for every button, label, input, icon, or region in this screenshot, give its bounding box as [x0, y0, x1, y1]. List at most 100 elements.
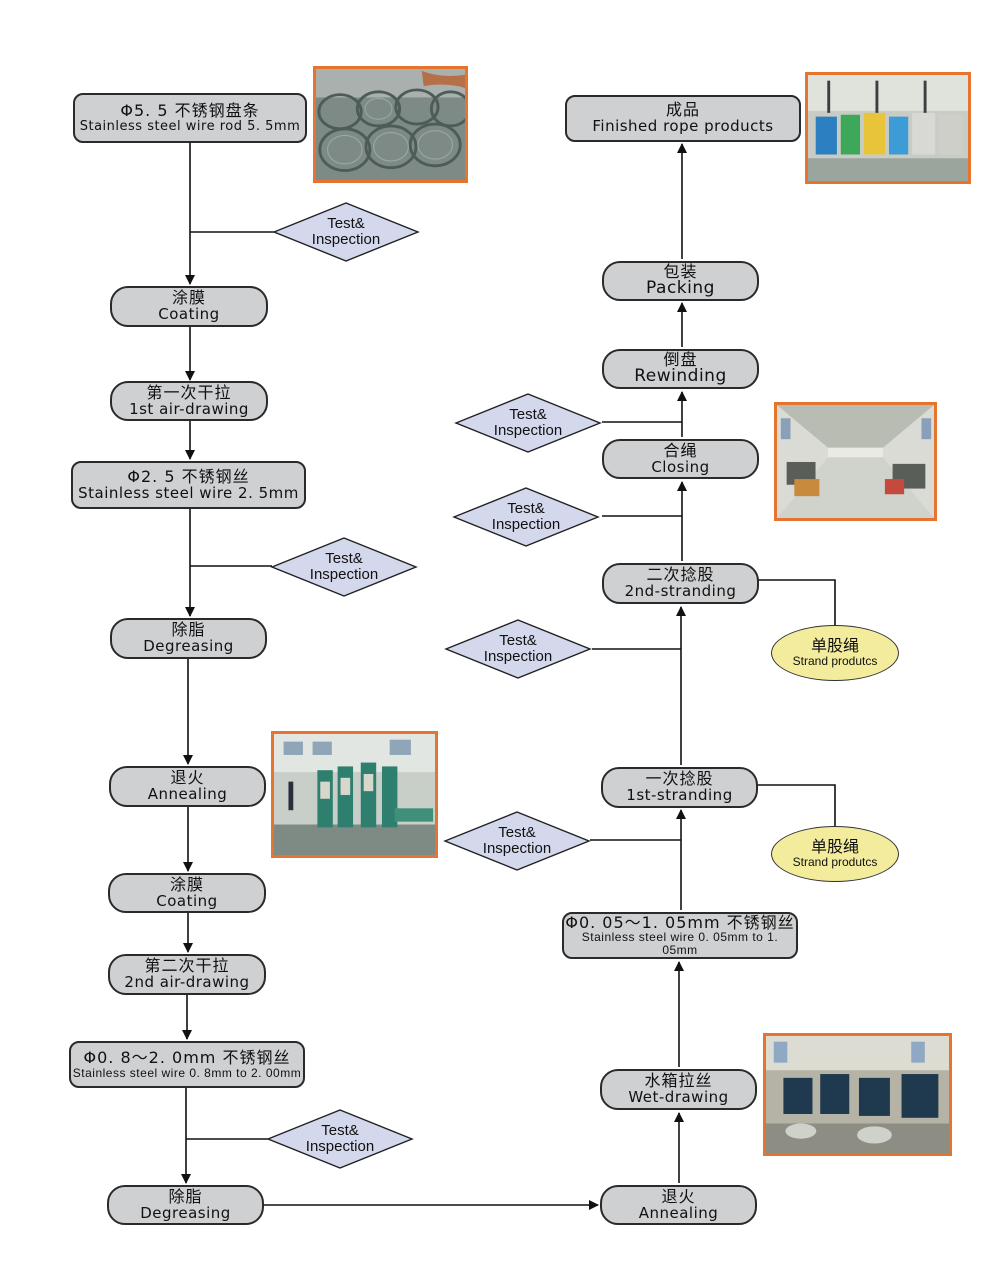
step-wire-0-05-to-1-05mm: Φ0. 05～1. 05mm 不锈钢丝 Stainless steel wire… [562, 912, 798, 959]
photo-wet-drawing-machines [763, 1033, 952, 1156]
step-label-en: 2nd air-drawing [124, 973, 250, 992]
diamond-shape [272, 202, 420, 262]
step-label-en: 1st-stranding [626, 786, 733, 805]
step-label-en: Annealing [147, 785, 228, 804]
step-label-zh: 包装 [663, 261, 698, 281]
inspection-label-line2: Inspection [493, 422, 563, 439]
step-label-zh: 除脂 [171, 620, 206, 640]
step-annealing-1: 退火 Annealing [109, 766, 266, 807]
step-label-en: Annealing [638, 1203, 719, 1222]
step-2nd-air-drawing: 第二次干拉 2nd air-drawing [108, 954, 266, 995]
test-inspection-diamond-2: Test&Inspection [270, 536, 418, 598]
step-label-en: Stainless steel wire 2. 5mm [78, 483, 299, 502]
step-label-zh: 成品 [665, 100, 700, 120]
test-inspection-diamond-5: Test&Inspection [444, 618, 592, 680]
step-label-en: Rewinding [634, 366, 727, 387]
step-label-zh: Φ5. 5 不锈钢盘条 [120, 100, 260, 120]
annealing-machine-image [274, 734, 435, 855]
step-label-zh: 涂膜 [171, 288, 206, 308]
strand-label-en: Strand produtcs [792, 855, 878, 870]
step-label-zh: Φ2. 5 不锈钢丝 [127, 466, 250, 486]
test-inspection-diamond-7: Test&Inspection [454, 392, 602, 454]
wire-coils-image [316, 69, 465, 180]
inspection-label-line1: Test& [498, 823, 536, 841]
step-packing: 包装 Packing [602, 261, 759, 301]
step-label-zh: 第二次干拉 [144, 956, 230, 976]
step-label-en: Degreasing [140, 1203, 231, 1222]
test-inspection-diamond-4: Test&Inspection [443, 810, 591, 872]
step-1st-air-drawing: 第一次干拉 1st air-drawing [110, 381, 268, 421]
step-label-en: Stainless steel wire rod 5. 5mm [79, 118, 301, 134]
step-label-en: Coating [156, 891, 218, 910]
step-wire-0-8-to-2-0mm: Φ0. 8～2. 0mm 不锈钢丝 Stainless steel wire 0… [69, 1041, 305, 1088]
inspection-label-line2: Inspection [483, 648, 553, 665]
step-label-zh: 二次捻股 [646, 565, 715, 585]
step-label-en: 1st air-drawing [129, 399, 249, 418]
inspection-label-line1: Test& [507, 499, 545, 517]
step-label-en: Coating [158, 305, 220, 324]
test-inspection-diamond-3: Test&Inspection [266, 1108, 414, 1170]
step-label-en: Packing [646, 278, 715, 299]
photo-finished-products-warehouse [805, 72, 971, 184]
diamond-shape [266, 1109, 414, 1169]
strand-label-en: Strand produtcs [792, 654, 878, 669]
inspection-label-line2: Inspection [482, 840, 552, 857]
step-wet-drawing: 水箱拉丝 Wet-drawing [600, 1069, 757, 1110]
step-wire-2-5mm: Φ2. 5 不锈钢丝 Stainless steel wire 2. 5mm [71, 461, 306, 509]
photo-wire-rod-coils [313, 66, 468, 183]
inspection-label-line1: Test& [327, 214, 365, 232]
inspection-label-line1: Test& [509, 405, 547, 423]
strand-label-zh: 单股绳 [810, 836, 859, 856]
step-label-zh: 一次捻股 [645, 769, 714, 789]
step-label-en: Degreasing [143, 637, 234, 656]
diamond-shape [444, 619, 592, 679]
branch-strand-product-2 [757, 579, 836, 626]
step-label-en: Closing [651, 457, 710, 476]
photo-closing-workshop [774, 402, 937, 521]
step-label-zh: 倒盘 [663, 349, 698, 369]
step-2nd-stranding: 二次捻股 2nd-stranding [602, 563, 759, 604]
inspection-label-line1: Test& [499, 631, 537, 649]
step-label-zh: Φ0. 8～2. 0mm 不锈钢丝 [83, 1047, 291, 1067]
step-closing: 合绳 Closing [602, 439, 759, 479]
step-label-en: 2nd-stranding [624, 582, 737, 601]
test-inspection-diamond-6: Test&Inspection [452, 486, 600, 548]
diamond-shape [452, 487, 600, 547]
step-label-en: Finished rope products [592, 117, 774, 136]
step-label-zh: 退火 [661, 1186, 696, 1206]
step-label-zh: 退火 [170, 768, 205, 788]
step-label-en: Stainless steel wire 0. 05mm to 1. 05mm [581, 930, 779, 957]
step-annealing-2: 退火 Annealing [600, 1185, 757, 1225]
inspection-label-line2: Inspection [311, 231, 381, 248]
step-degreasing-2: 除脂 Degreasing [107, 1185, 264, 1225]
step-rewinding: 倒盘 Rewinding [602, 349, 759, 389]
step-label-zh: 除脂 [168, 1186, 203, 1206]
step-degreasing-1: 除脂 Degreasing [110, 618, 267, 659]
inspection-label-line1: Test& [325, 549, 363, 567]
wet-drawing-image [766, 1036, 949, 1153]
workshop-hall-image [777, 405, 934, 518]
warehouse-image [808, 75, 968, 181]
step-label-en: Stainless steel wire 0. 8mm to 2. 00mm [72, 1065, 302, 1080]
strand-label-zh: 单股绳 [810, 635, 859, 655]
diamond-shape [270, 537, 418, 597]
strand-products-oval-1: 单股绳 Strand produtcs [771, 826, 899, 882]
inspection-label-line2: Inspection [305, 1138, 375, 1155]
inspection-label-line2: Inspection [491, 516, 561, 533]
test-inspection-diamond-1: Test&Inspection [272, 201, 420, 263]
step-label-zh: Φ0. 05～1. 05mm 不锈钢丝 [565, 912, 795, 932]
step-1st-stranding: 一次捻股 1st-stranding [601, 767, 758, 808]
step-wire-rod-5-5mm: Φ5. 5 不锈钢盘条 Stainless steel wire rod 5. … [73, 93, 307, 143]
step-label-zh: 涂膜 [169, 874, 204, 894]
step-label-zh: 第一次干拉 [146, 382, 232, 402]
step-label-zh: 合绳 [663, 440, 698, 460]
step-label-zh: 水箱拉丝 [644, 1071, 713, 1091]
diamond-shape [443, 811, 591, 871]
strand-products-oval-2: 单股绳 Strand produtcs [771, 625, 899, 681]
step-label-en: Wet-drawing [628, 1088, 729, 1107]
inspection-label-line1: Test& [321, 1121, 359, 1139]
branch-strand-product-1 [757, 784, 836, 827]
step-finished-rope-products: 成品 Finished rope products [565, 95, 801, 142]
